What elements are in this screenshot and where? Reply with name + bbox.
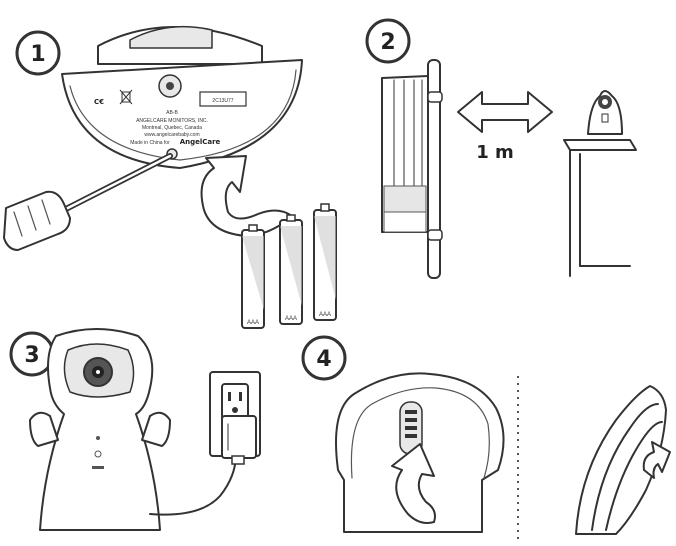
- label-line-1: AB-B: [166, 110, 178, 116]
- power-adapter-icon: [221, 415, 257, 465]
- monitor-on-table: [563, 90, 637, 277]
- step-4-panel: 4: [301, 335, 671, 540]
- serial-box-text: 2C13U77: [212, 98, 233, 104]
- step-3-badge: 3: [9, 331, 55, 377]
- step-3-panel: 3: [9, 328, 261, 531]
- step-2-panel: 2 1 m: [365, 18, 637, 279]
- battery-label-1: AAA: [247, 320, 259, 326]
- label-line-3: Montreal, Quebec, Canada: [142, 125, 202, 131]
- monitor-front: [29, 328, 171, 531]
- weee-bin-icon: [119, 89, 133, 105]
- step-2-badge: 2: [365, 18, 411, 64]
- screwdriver-icon: [3, 153, 173, 251]
- battery-label-2: AAA: [285, 316, 297, 322]
- brand-text: AngelCare: [180, 138, 221, 146]
- label-line-5: Made in China for: [130, 140, 170, 146]
- monitor-side: [575, 385, 671, 535]
- step-1-badge: 1: [15, 30, 61, 76]
- svg-text:2: 2: [380, 30, 395, 55]
- battery-2: AAA: [279, 214, 303, 325]
- svg-text:3: 3: [24, 343, 39, 368]
- curved-arrow-icon: [200, 155, 293, 237]
- ce-mark-icon: C€: [94, 98, 104, 106]
- battery-label-3: AAA: [319, 312, 331, 318]
- distance-label: 1 m: [476, 142, 514, 163]
- monitor-underside: C€ 2C13U77 AB-B ANGELCARE MONITORS, INC.…: [61, 25, 303, 169]
- battery-icon: AAA AAA AAA: [241, 203, 337, 329]
- battery-3: AAA: [313, 203, 337, 321]
- label-line-2: ANGELCARE MONITORS, INC.: [136, 118, 208, 124]
- step-1-panel: 1 C€ 2C13U77 AB-B ANGELCARE MONITORS, IN…: [3, 25, 337, 329]
- svg-text:1: 1: [30, 42, 45, 67]
- curved-arrow-icon: [391, 443, 436, 524]
- crib-icon: [381, 59, 443, 279]
- label-line-4: www.angelcarebaby.com: [144, 132, 199, 138]
- step-4-badge: 4: [301, 335, 347, 381]
- battery-1: AAA: [241, 224, 265, 329]
- svg-text:4: 4: [316, 347, 331, 372]
- double-arrow-icon: [457, 91, 553, 133]
